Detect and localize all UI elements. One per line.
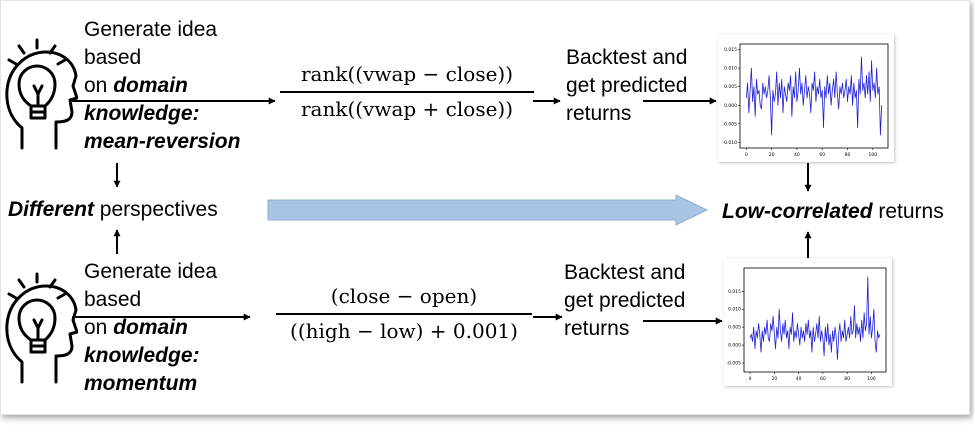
formula-numerator: rank((vwap − close)) — [300, 62, 514, 86]
x-tick-label: 100 — [869, 152, 878, 158]
idea-line: based — [84, 288, 142, 311]
idea-line: knowledge: — [84, 102, 200, 125]
formula-numerator: (close − open) — [330, 284, 478, 308]
top-backtest-label: Backtest and get predicted returns — [566, 46, 688, 125]
plot-frame — [739, 43, 889, 149]
x-tick-label: 20 — [771, 376, 777, 382]
head-lightbulb-icon — [5, 272, 78, 384]
formula-denominator: rank((vwap + close)) — [300, 97, 514, 121]
y-tick-label: 0.000 — [728, 343, 741, 349]
y-tick-label: 0.015 — [724, 47, 737, 53]
x-tick-label: 80 — [845, 152, 851, 158]
series-line — [749, 276, 881, 360]
idea-line: based — [84, 46, 142, 69]
x-tick-label: 60 — [820, 376, 826, 382]
idea-line: on domain — [84, 74, 188, 97]
bottom-idea-text: Generate idea based on domain knowledge:… — [84, 258, 217, 398]
returns-chart: 0 20 40 60 80 100 -0.010 -0.005 0.000 0.005 0.010 0… — [722, 43, 889, 158]
x-tick-label: 60 — [819, 152, 825, 158]
returns-chart: 0 20 40 60 80 100 -0.005 0.000 0.005 0.010 0.015 — [726, 267, 887, 382]
x-tick-label: 0 — [749, 376, 752, 382]
fraction-bar — [280, 91, 534, 93]
idea-line: momentum — [84, 372, 198, 395]
y-tick-label: 0.005 — [724, 84, 737, 90]
returns-plot-top: 0 20 40 60 80 100 -0.010 -0.005 0.000 0.005 0.010 0… — [718, 34, 894, 162]
fraction-bar — [276, 313, 532, 315]
perspectives-label: Different perspectives — [8, 198, 218, 221]
formula-denominator: ((high − low) + 0.001) — [290, 319, 518, 343]
y-tick-label: 0.000 — [724, 103, 737, 109]
head-lightbulb-icon — [5, 38, 78, 150]
series-line — [745, 56, 883, 136]
y-tick-label: 0.005 — [728, 325, 741, 331]
x-tick-label: 40 — [796, 376, 802, 382]
bottom-backtest-label: Backtest and get predicted returns — [564, 261, 686, 340]
y-tick-label: -0.010 — [722, 140, 737, 146]
idea-line: knowledge: — [84, 344, 200, 367]
x-tick-label: 20 — [769, 152, 775, 158]
x-tick-label: 40 — [794, 152, 800, 158]
y-tick-label: 0.010 — [724, 66, 737, 72]
idea-line: Generate idea — [84, 18, 218, 41]
top-idea-text: Generate idea based on domain knowledge:… — [84, 16, 240, 156]
bottom-formula: (close − open) ((high − low) + 0.001) — [276, 284, 532, 343]
returns-label: Low-correlated returns — [722, 200, 944, 223]
idea-line: on domain — [84, 316, 188, 339]
x-tick-label: 0 — [745, 152, 748, 158]
idea-line: mean-reversion — [84, 130, 241, 153]
plot-frame — [743, 267, 887, 373]
y-tick-label: -0.005 — [722, 121, 737, 127]
x-tick-label: 100 — [867, 376, 876, 382]
y-tick-label: 0.010 — [728, 307, 741, 313]
idea-line: Generate idea — [84, 260, 218, 283]
returns-plot-bottom: 0 20 40 60 80 100 -0.005 0.000 0.005 0.010 0.015 — [724, 258, 892, 386]
x-tick-label: 80 — [844, 376, 850, 382]
y-tick-label: -0.005 — [726, 361, 741, 367]
top-formula: rank((vwap − close)) rank((vwap + close)… — [280, 62, 534, 121]
big-arrow-perspectives-to-returns — [267, 194, 709, 226]
y-tick-label: 0.015 — [728, 289, 741, 295]
